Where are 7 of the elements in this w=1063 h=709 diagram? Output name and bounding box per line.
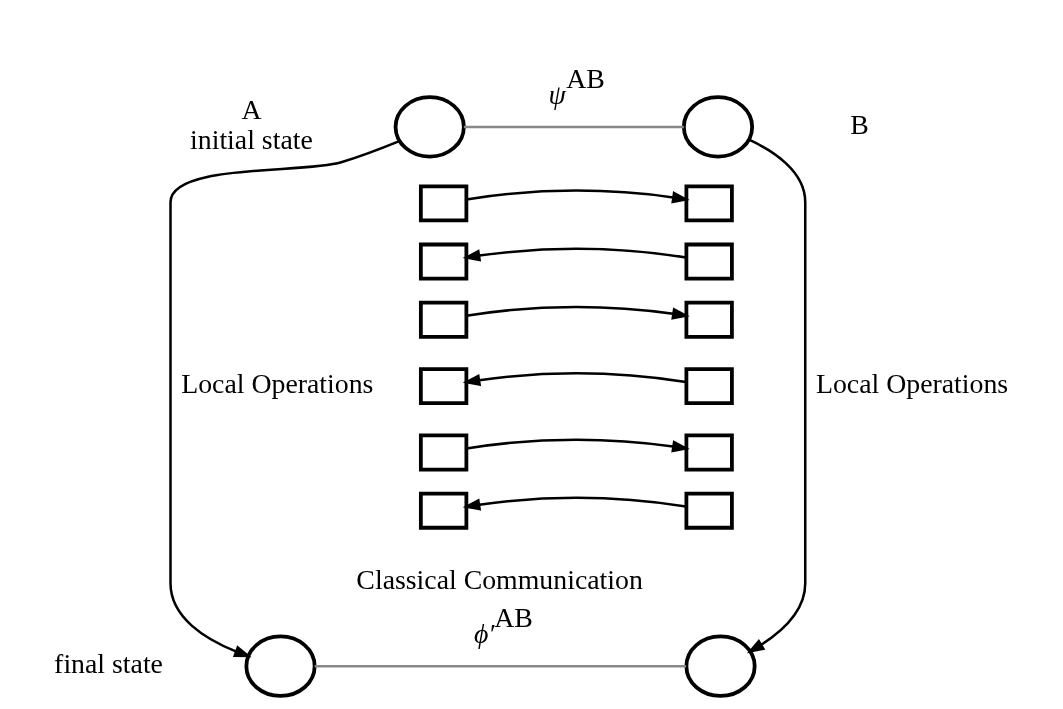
node-label: B	[850, 108, 869, 140]
node-label: final state	[54, 648, 163, 680]
edge-label: Local Operations	[816, 368, 1009, 400]
node-label: initial state	[190, 124, 313, 156]
edge-label: Local Operations	[181, 368, 374, 400]
node-label: A	[241, 93, 262, 125]
label: Classical Communication	[356, 564, 643, 596]
